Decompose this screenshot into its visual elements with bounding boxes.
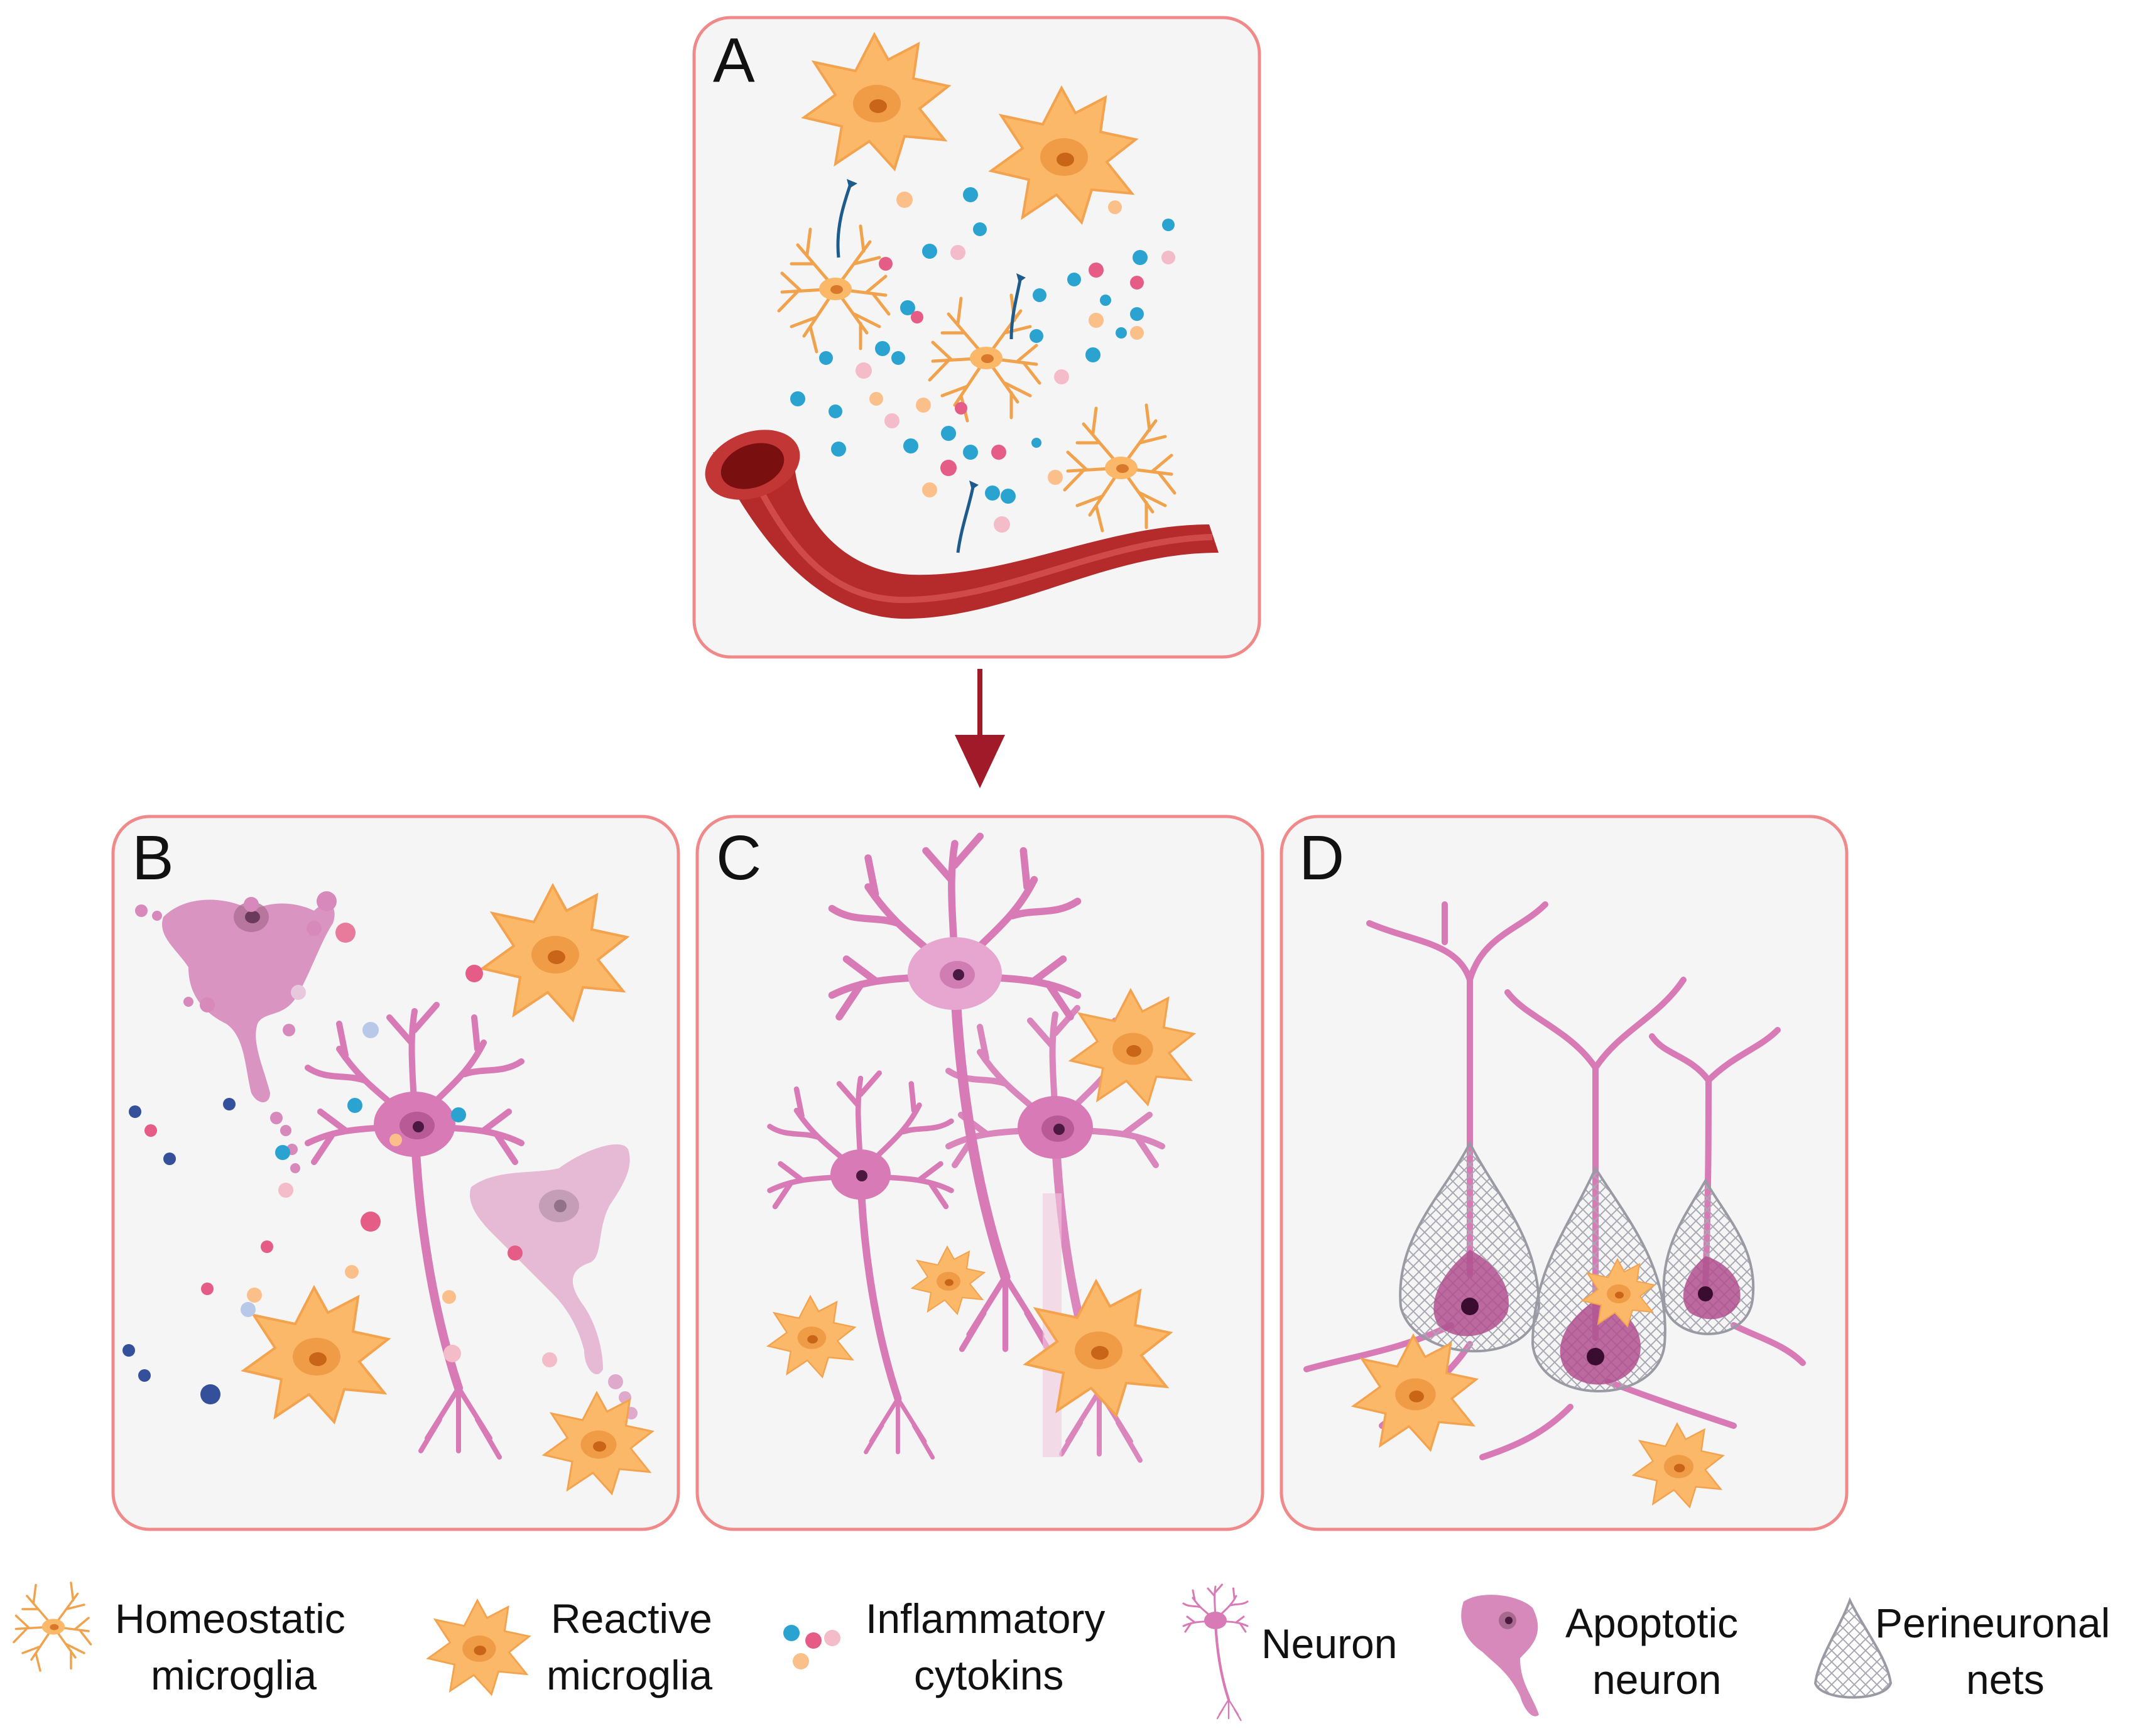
legend-item-homeostatic: Homeostatic microglia: [13, 1581, 345, 1698]
legend: Homeostatic microglia Reactive microglia…: [13, 1581, 2110, 1720]
panel-a: A: [692, 16, 1261, 659]
panel-b: B: [111, 815, 680, 1531]
blood-vessel: [705, 430, 1219, 619]
neuron-icon: [1183, 1585, 1247, 1720]
apoptotic-neuron-icon: [1461, 1595, 1539, 1717]
apoptotic-neuron: [1560, 1300, 1641, 1385]
apoptotic-neuron: [1433, 1250, 1509, 1337]
apoptotic-neuron: [1683, 1256, 1741, 1320]
panel-c-label: C: [716, 823, 761, 893]
panel-a-frame: [692, 16, 1261, 659]
reactive-microglia-icon: [427, 1599, 530, 1696]
cytokine-dots-icon: [783, 1625, 840, 1669]
legend-homeostatic-line1: Homeostatic: [115, 1595, 345, 1642]
activation-arrows: [836, 182, 1023, 553]
legend-neuron: Neuron: [1261, 1620, 1397, 1667]
homeostatic-microglia-icon: [13, 1581, 92, 1672]
legend-homeostatic-line2: microglia: [151, 1652, 317, 1698]
legend-item-apoptotic: Apoptotic neuron: [1461, 1595, 1738, 1717]
legend-apoptotic-line2: neuron: [1592, 1656, 1722, 1703]
legend-item-neuron: Neuron: [1183, 1585, 1397, 1720]
down-arrow: [955, 669, 1005, 788]
legend-cytokines-line1: Inflammatory: [866, 1595, 1105, 1642]
legend-pnn-line1: Perineuronal: [1875, 1600, 2110, 1646]
perineuronal-net-icon: [1813, 1597, 1893, 1699]
legend-reactive-line2: microglia: [546, 1652, 712, 1698]
legend-item-cytokines: Inflammatory cytokins: [783, 1595, 1105, 1698]
panel-d: D: [1280, 815, 1849, 1531]
inflammatory-cytokines: [122, 965, 557, 1404]
legend-cytokines-line2: cytokins: [914, 1652, 1063, 1698]
legend-item-perineuronal-nets: Perineuronal nets: [1813, 1597, 2110, 1703]
legend-item-reactive: Reactive microglia: [427, 1595, 712, 1698]
legend-apoptotic-line1: Apoptotic: [1565, 1600, 1738, 1646]
legend-pnn-line2: nets: [1966, 1656, 2045, 1703]
panel-c: C: [695, 815, 1264, 1531]
legend-reactive-line1: Reactive: [551, 1595, 712, 1642]
panel-d-frame: [1280, 815, 1849, 1531]
panel-a-label: A: [713, 25, 755, 95]
apoptotic-neuron: [135, 891, 356, 1173]
panel-d-label: D: [1299, 823, 1344, 893]
inflammatory-cytokines: [790, 187, 1175, 533]
panel-b-label: B: [132, 823, 174, 893]
